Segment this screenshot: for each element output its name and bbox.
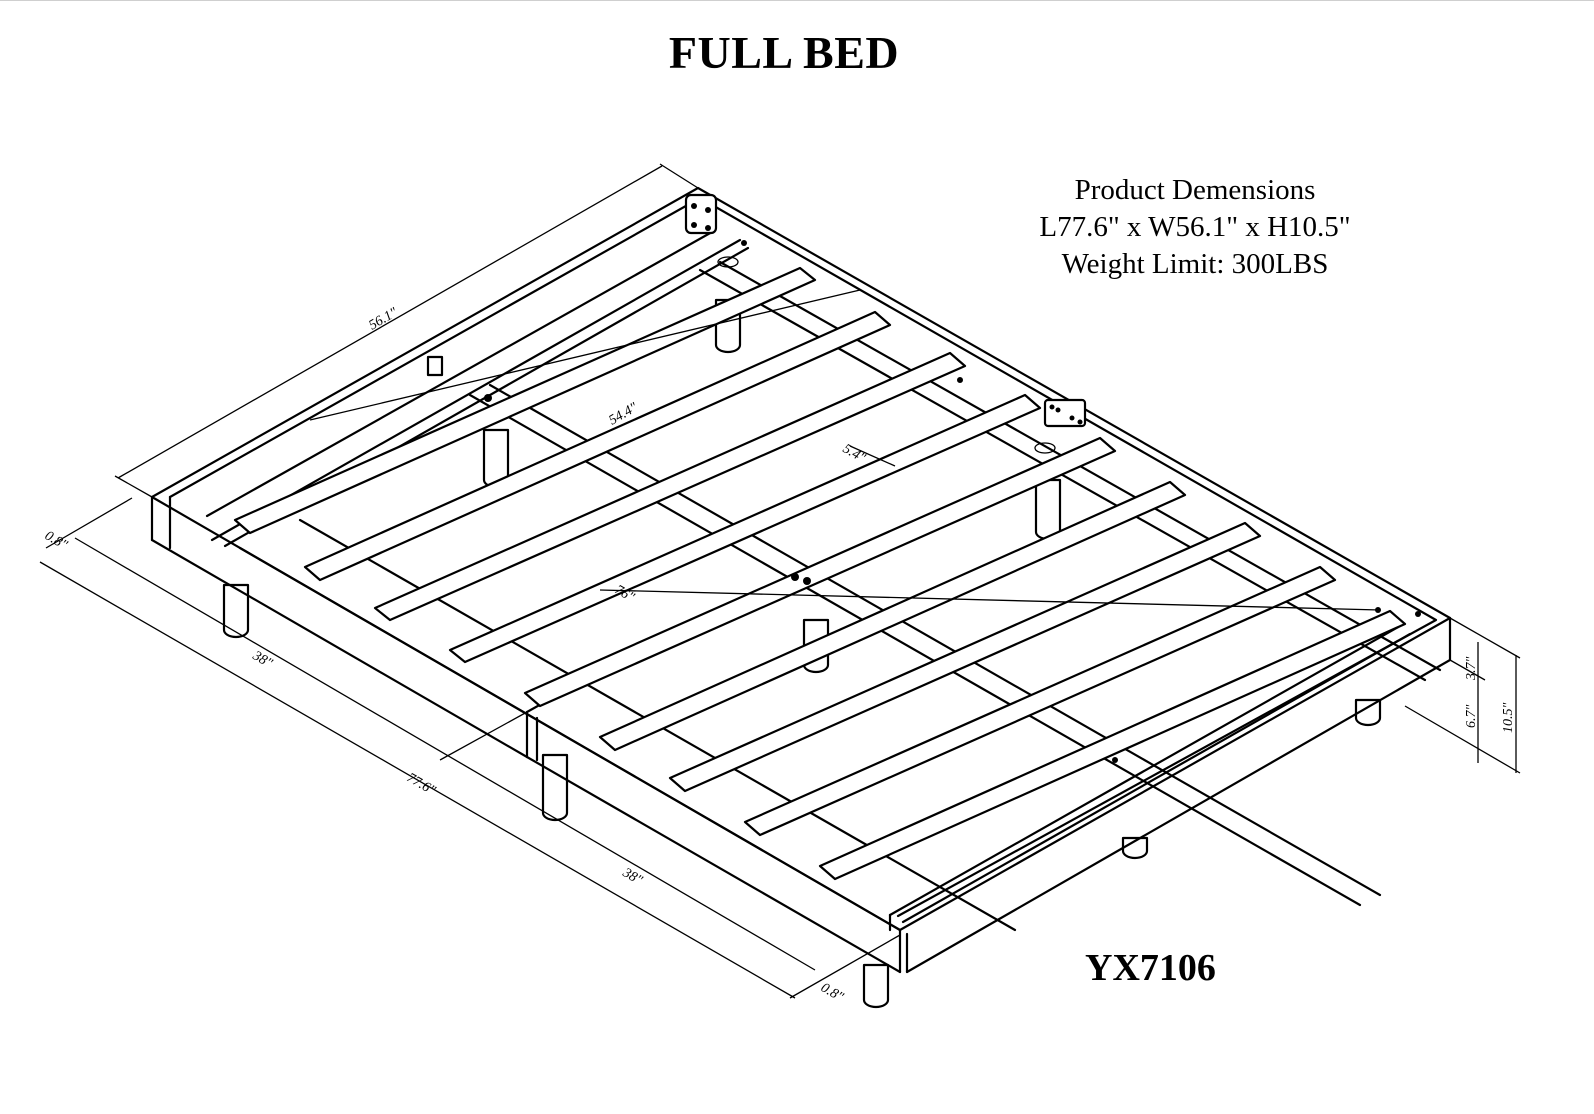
corner-bracket-back-left xyxy=(684,193,718,235)
center-bracket-left xyxy=(426,355,444,377)
drawing-title: FULL BED xyxy=(668,27,900,78)
slat-2 xyxy=(303,310,892,582)
dim-length-overall: 77.6" xyxy=(404,770,438,798)
specs-heading: Product Demensions xyxy=(1074,174,1316,206)
slat-3 xyxy=(373,351,967,622)
specs-weight-limit: Weight Limit: 300LBS xyxy=(1061,248,1329,280)
model-number: YX7106 xyxy=(1085,947,1216,989)
leg-mount-back-left xyxy=(717,256,739,268)
slat-4 xyxy=(448,393,1042,664)
dim-leg-clearance: 6.7" xyxy=(1464,705,1479,729)
dim-slat-gap: 5.4" xyxy=(840,441,868,466)
hardware xyxy=(426,193,1421,763)
leg-center-right xyxy=(1121,836,1149,860)
leg-center-back xyxy=(1034,478,1062,541)
leg-front-left xyxy=(222,583,250,639)
dim-height-overall: 10.5" xyxy=(1501,703,1516,734)
dim-half-length-left: 38" xyxy=(249,648,275,671)
page-top-border xyxy=(0,0,1594,1)
leg-front-right xyxy=(862,963,890,1009)
leg-back-right xyxy=(1354,698,1382,727)
leg-front-middle xyxy=(541,753,569,822)
leg-mount-center xyxy=(1034,442,1056,454)
slat-5 xyxy=(523,436,1117,708)
dim-rail-height: 3.7" xyxy=(1464,657,1479,682)
specs-dimensions: L77.6" x W56.1" x H10.5" xyxy=(1039,211,1351,243)
slat-6 xyxy=(598,480,1187,752)
dim-width-overall: 56.1" xyxy=(367,305,401,333)
slat-8 xyxy=(743,565,1337,837)
dim-rail-thickness-front: 0.8" xyxy=(818,980,846,1005)
center-bracket-right xyxy=(1043,398,1087,428)
dim-rail-thickness-back: 0.8" xyxy=(42,528,70,553)
dimension-lines xyxy=(39,163,1521,999)
slat-7 xyxy=(668,521,1262,793)
slat-9 xyxy=(818,609,1407,881)
product-specs: Product Demensions L77.6" x W56.1" x H10… xyxy=(995,172,1395,283)
